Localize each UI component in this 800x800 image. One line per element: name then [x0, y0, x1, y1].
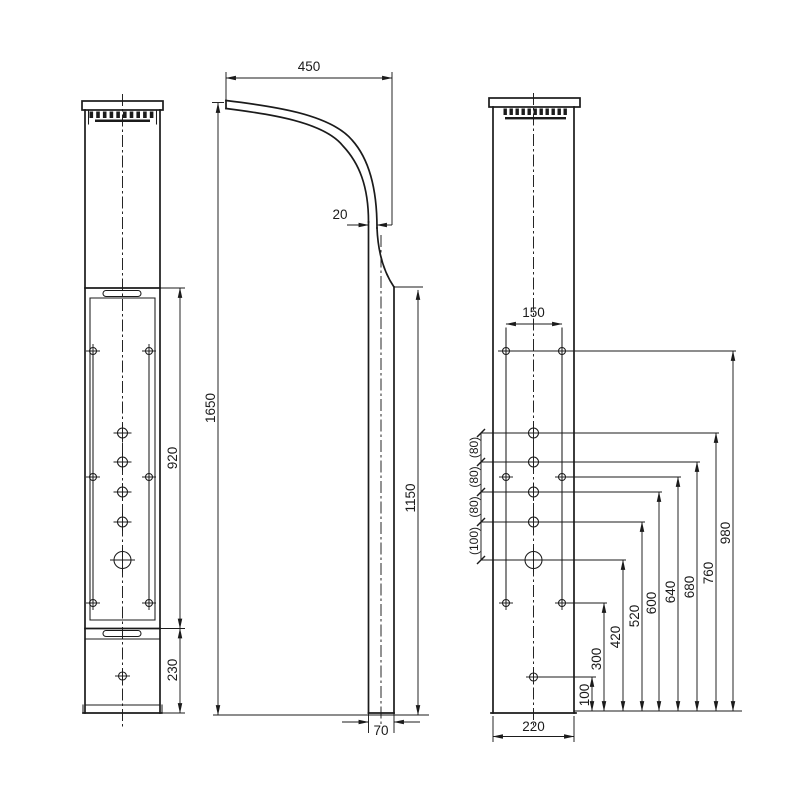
- dim-h-760: 760: [701, 562, 716, 585]
- dim-h-420: 420: [608, 626, 623, 649]
- dim-h-100: 100: [577, 684, 592, 707]
- dim-h-600: 600: [644, 592, 659, 615]
- dim-total-height: 1650: [203, 393, 218, 423]
- front-view: 920 230: [81, 94, 185, 727]
- front-bottom-slot: [102, 629, 142, 638]
- front-dimensions: 920 230: [160, 287, 185, 714]
- dim-gap-2: (80): [467, 466, 481, 487]
- back-dim-220: 220: [492, 716, 575, 742]
- dim-h-640: 640: [663, 581, 678, 604]
- back-height-dimensions: 100 300 420 520 600 640 680 760 980: [574, 350, 742, 712]
- side-view: 450 20 1650 1150 70: [203, 59, 429, 738]
- dim-h-520: 520: [627, 605, 642, 628]
- dim-h-680: 680: [682, 576, 697, 599]
- side-outline: [225, 99, 396, 714]
- back-leader-lines: [481, 350, 736, 678]
- back-chain-dimensions: (80) (80) (80) (100): [467, 428, 486, 565]
- dim-hole-pair-spacing: 150: [522, 305, 545, 320]
- side-dimensions: 450 20 1650 1150 70: [203, 59, 429, 738]
- dim-front-base-height: 230: [165, 659, 180, 682]
- dim-arm-reach: 450: [298, 59, 321, 74]
- dim-gap-1: (80): [467, 437, 481, 458]
- dim-h-300: 300: [589, 648, 604, 671]
- dim-arm-thickness: 20: [332, 207, 347, 222]
- front-holes: [85, 343, 157, 685]
- back-dim-150: 150: [505, 305, 563, 327]
- dim-h-980: 980: [718, 522, 733, 545]
- back-view: 150 (80) (80) (80) (100) 100 300: [467, 93, 742, 742]
- dim-back-width: 220: [522, 719, 545, 734]
- back-vent-grill: [503, 108, 567, 120]
- dim-body-height: 1150: [403, 483, 418, 512]
- dim-body-depth: 70: [373, 723, 388, 738]
- dim-gap-3: (80): [467, 496, 481, 517]
- dim-gap-4: (100): [467, 527, 481, 555]
- back-outline: [488, 97, 581, 714]
- back-holes: [498, 343, 570, 686]
- dim-front-panel-height: 920: [165, 447, 180, 470]
- front-vent-grill: [89, 111, 154, 122]
- front-top-slot: [102, 289, 142, 298]
